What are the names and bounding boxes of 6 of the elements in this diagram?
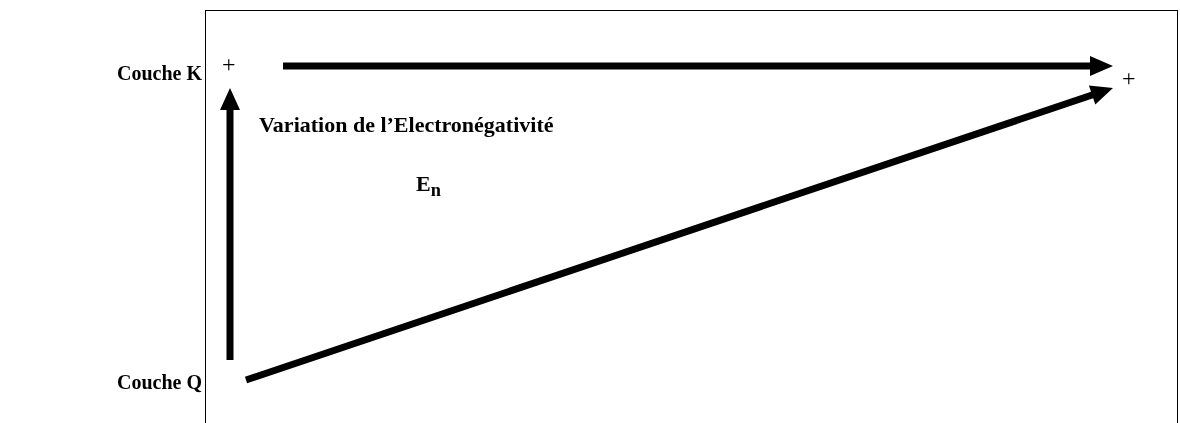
plus-sign: + (222, 52, 236, 76)
text-label: Variation de l’Electronégativité (259, 114, 554, 136)
plus-sign: + (1122, 66, 1136, 90)
diagram-frame (205, 10, 1178, 423)
shell-label: Couche K (117, 63, 202, 83)
text-label: E$_{n}$ (416, 173, 441, 200)
